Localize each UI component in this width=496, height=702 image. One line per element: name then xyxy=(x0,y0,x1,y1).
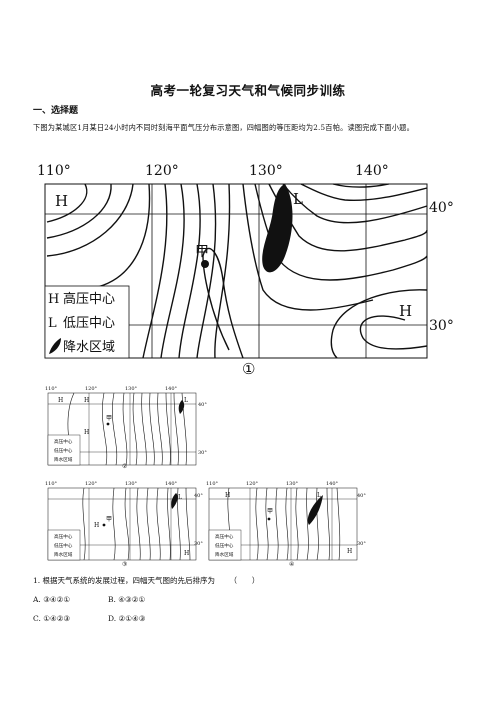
lon-label-140: 140° xyxy=(355,163,389,179)
svg-text:L: L xyxy=(184,397,188,404)
low-center-label: L xyxy=(293,190,303,208)
svg-text:降水区域: 降水区域 xyxy=(54,456,73,463)
answer-blank: （ ） xyxy=(229,576,260,585)
svg-text:130°: 130° xyxy=(286,481,299,487)
svg-text:低压中心: 低压中心 xyxy=(54,542,73,549)
svg-text:140°: 140° xyxy=(165,481,178,487)
option-b[interactable]: B. ④③②① xyxy=(108,595,146,604)
section-heading: 一、选择题 xyxy=(33,106,79,116)
svg-text:120°: 120° xyxy=(246,481,259,487)
weather-map-1: 110° 120° 130° 140° 40° 30° xyxy=(33,160,463,385)
map-4-caption: ④ xyxy=(289,561,295,568)
option-a[interactable]: A. ③④②① xyxy=(33,595,71,604)
svg-text:40°: 40° xyxy=(194,493,203,499)
svg-text:140°: 140° xyxy=(326,481,339,487)
map-3-caption: ③ xyxy=(122,561,128,568)
svg-text:30°: 30° xyxy=(357,541,366,547)
weather-map-4: 110° 120° 130° 140° 40° 30° H xyxy=(205,479,375,569)
weather-map-3: 110° 120° 130° 140° 40° 30° H H xyxy=(44,479,214,569)
svg-text:130°: 130° xyxy=(125,386,138,392)
svg-text:130°: 130° xyxy=(125,481,138,487)
svg-text:甲: 甲 xyxy=(106,516,112,523)
map-1-caption: ① xyxy=(242,360,256,378)
svg-text:110°: 110° xyxy=(206,481,219,487)
high-center-label: H xyxy=(55,192,68,210)
svg-text:30°: 30° xyxy=(194,541,203,547)
svg-text:40°: 40° xyxy=(357,493,366,499)
svg-text:H: H xyxy=(84,429,89,436)
intro-text: 下图为某城区1月某日24小时内不同时刻海平面气压分布示意图，四幅图的等压距均为2… xyxy=(33,123,414,132)
svg-text:H: H xyxy=(94,522,99,529)
svg-text:L: L xyxy=(178,494,182,501)
svg-text:H: H xyxy=(184,550,189,557)
svg-text:120°: 120° xyxy=(85,386,98,392)
svg-text:高压中心: 高压中心 xyxy=(54,438,73,445)
lon-label-110: 110° xyxy=(37,163,71,179)
question-text: 1. 根据天气系统的发展过程，四幅天气图的先后排序为 xyxy=(33,576,216,585)
lon-label-130: 130° xyxy=(249,163,283,179)
svg-text:H: H xyxy=(58,397,63,404)
svg-text:甲: 甲 xyxy=(106,415,112,422)
svg-text:降水区域: 降水区域 xyxy=(215,551,234,558)
jia-label: 甲 xyxy=(195,244,209,260)
map-2-caption: ② xyxy=(122,463,128,470)
svg-text:110°: 110° xyxy=(45,481,58,487)
weather-map-2: 110° 120° 130° 140° 40° 30° xyxy=(44,384,214,474)
lat-label-40: 40° xyxy=(429,200,454,216)
svg-text:高压中心: 高压中心 xyxy=(54,533,73,540)
svg-text:40°: 40° xyxy=(198,402,207,408)
svg-text:30°: 30° xyxy=(198,450,207,456)
lat-label-30: 30° xyxy=(429,318,454,334)
svg-text:H: H xyxy=(225,492,230,499)
legend-high: 高压中心 xyxy=(63,291,115,307)
svg-text:110°: 110° xyxy=(45,386,58,392)
svg-text:H: H xyxy=(347,548,352,555)
svg-text:120°: 120° xyxy=(85,481,98,487)
legend-low: 低压中心 xyxy=(63,316,115,331)
svg-text:H: H xyxy=(84,397,89,404)
svg-text:低压中心: 低压中心 xyxy=(54,447,73,454)
question-stem: 1. 根据天气系统的发展过程，四幅天气图的先后排序为 （ ） xyxy=(33,575,259,586)
svg-text:140°: 140° xyxy=(165,386,178,392)
svg-text:低压中心: 低压中心 xyxy=(215,542,234,549)
svg-text:L: L xyxy=(317,492,321,499)
legend-rain: 降水区域 xyxy=(63,340,115,355)
svg-text:降水区域: 降水区域 xyxy=(54,551,73,558)
svg-text:H: H xyxy=(48,292,59,307)
svg-text:高压中心: 高压中心 xyxy=(215,533,234,540)
svg-text:L: L xyxy=(48,316,57,331)
option-d[interactable]: D. ②①④③ xyxy=(108,614,146,623)
svg-text:甲: 甲 xyxy=(267,508,273,515)
high-center-label-2: H xyxy=(399,302,412,320)
option-c[interactable]: C. ①④②③ xyxy=(33,614,71,623)
lon-label-120: 120° xyxy=(145,163,179,179)
page-title: 高考一轮复习天气和气候同步训练 xyxy=(150,83,346,98)
